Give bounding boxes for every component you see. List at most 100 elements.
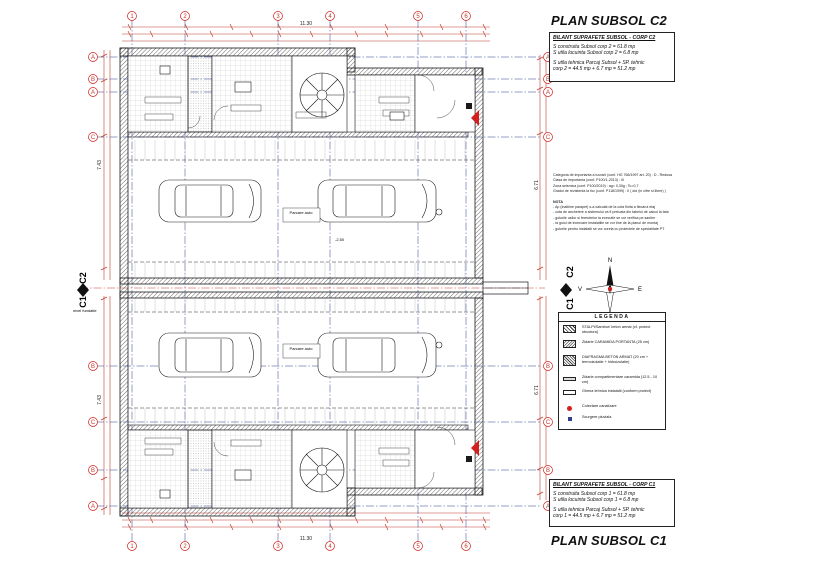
legend-item-text: DIAFRAGMA BETON ARMAT (20 cm + termoizol… [582, 355, 649, 364]
bilant-c2-line: S utila tehnica Parcaj Subsol + SP. tehn… [553, 59, 645, 66]
svg-text:2: 2 [183, 14, 187, 20]
bilant-c1-line: S utila locuinta Subsol corp 1 = 6.8 mp [553, 497, 639, 503]
svg-text:A: A [91, 55, 95, 61]
legend-item: Zidarie CARAMIDA PORTANTA (25 cm) [563, 340, 662, 348]
axis-bubbles: 1 2 3 4 5 6 1 2 3 4 5 6 A B A C B C B A … [88, 11, 553, 551]
drain-marker-icon [471, 440, 479, 456]
svg-text:N: N [608, 258, 612, 264]
elevation-label: -2.50 [335, 237, 345, 242]
garage-bottom [128, 298, 475, 425]
note-line: - golurile pentru instalatii se vor core… [553, 226, 665, 231]
column-marker [466, 103, 472, 109]
svg-text:6.71: 6.71 [534, 385, 540, 395]
column-marker [466, 456, 472, 462]
legend-item-text: Colectare canalizare [582, 404, 617, 408]
dimension-text: 11.30 11.30 7.43 7.43 6.71 6.71 [97, 21, 540, 542]
garage-labels: Parcare auto Parcare auto -2.50 nivel fu… [73, 207, 345, 359]
svg-text:B: B [546, 468, 550, 474]
bilant-c1-line: S utila tehnica Parcaj Subsol + SP. tehn… [553, 506, 645, 513]
svg-text:3: 3 [276, 14, 280, 20]
bilant-c2-line: S construita Subsol corp 2 = 61.8 mp [553, 43, 636, 50]
bilant-c1-box: BILANT SUPRAFETE SUBSOL - CORP C1 S cons… [549, 479, 675, 527]
parking-label-top: Parcare auto [290, 210, 314, 215]
brick-wall-swatch-icon [563, 340, 576, 348]
svg-text:E: E [638, 287, 642, 293]
legend-item-text: Ghena tehnica instalatii (conform proiec… [582, 389, 652, 393]
bilant-c1-header: BILANT SUPRAFETE SUBSOL - CORP C1 [553, 482, 656, 488]
svg-text:B: B [546, 364, 550, 370]
note-line: Zona seismica (conf. P100/2019) : ag= 0,… [553, 183, 639, 188]
note-line: - Ap (inaltime parapet) s-a calculat de … [553, 205, 656, 210]
parking-label-bottom: Parcare auto [290, 346, 314, 351]
legend-item-text: Zidarie compartimentare caramida (12.5 -… [582, 375, 658, 384]
section-marker-right: C2 C1 [560, 266, 575, 310]
svg-text:4: 4 [328, 544, 332, 550]
partition-wall-swatch-icon [563, 377, 576, 381]
drain-marker-icon [471, 110, 479, 126]
svg-text:11.30: 11.30 [300, 21, 312, 27]
svg-text:B: B [91, 468, 95, 474]
svg-text:6: 6 [464, 544, 468, 550]
car-top-right [317, 179, 443, 223]
svg-text:A: A [546, 504, 550, 510]
service-rooms-top [127, 55, 476, 133]
legend-item: DIAFRAGMA BETON ARMAT (20 cm + termoizol… [563, 355, 662, 366]
car-bottom-left [158, 332, 262, 378]
svg-text:7.43: 7.43 [97, 395, 103, 405]
legend-panel: LEGENDA STALPI/Sambur/ beton armat (cf. … [558, 312, 666, 430]
diaphragm-swatch-icon [563, 355, 576, 366]
svg-text:A: A [546, 55, 550, 61]
note-line: - golurile usilor si ferestrelor la exec… [553, 215, 656, 220]
svg-text:B: B [91, 364, 95, 370]
car-bottom-right [317, 332, 443, 378]
bilant-c2-line: corp 2 = 44.5 mp + 6.7 mp = 51.2 mp [553, 66, 636, 72]
svg-text:C: C [91, 420, 96, 426]
note-line: - la golul de incercare instalatiile se … [553, 221, 658, 226]
bilant-c2-box: BILANT SUPRAFETE SUBSOL - CORP C2 S cons… [549, 32, 675, 82]
service-rooms-bottom [127, 426, 476, 509]
bilant-c2-header: BILANT SUPRAFETE SUBSOL - CORP C2 [553, 35, 656, 41]
svg-text:3: 3 [276, 544, 280, 550]
svg-text:1: 1 [130, 14, 134, 20]
svg-text:C: C [546, 135, 551, 141]
legend-item: STALPI/Sambur/ beton armat (cf. proiect … [563, 325, 662, 334]
walls [119, 47, 529, 517]
svg-text:V: V [578, 287, 582, 293]
technical-notes: Categoria de importanta a lucrarii (conf… [553, 173, 683, 232]
title-subsol-c2: PLAN SUBSOL C2 [551, 13, 667, 28]
legend-item-text: Scurgere pluviala [582, 415, 612, 419]
title-subsol-c1: PLAN SUBSOL C1 [551, 533, 667, 548]
svg-text:5: 5 [416, 14, 420, 20]
drain-collector-icon [563, 404, 576, 412]
legend-item: Scurgere pluviala [563, 415, 662, 423]
svg-text:6: 6 [464, 14, 468, 20]
legend-item-text: STALPI/Sambur/ beton armat (cf. proiect … [582, 325, 651, 334]
legend-item: Ghena tehnica instalatii (conform proiec… [563, 389, 662, 395]
svg-text:A: A [91, 90, 95, 96]
svg-text:2: 2 [183, 544, 187, 550]
legend-item-text: Zidarie CARAMIDA PORTANTA (25 cm) [582, 340, 650, 344]
note-heading: NOTA [553, 199, 563, 204]
level-label: nivel fundatie [73, 308, 97, 313]
concrete-column-swatch-icon [563, 325, 576, 333]
note-line: Clasa de importanta (conf. P100/1-2013) … [553, 178, 624, 183]
section-marker-left: C2 C1 [77, 272, 89, 308]
svg-text:C2: C2 [78, 272, 88, 284]
svg-text:C1: C1 [565, 298, 575, 310]
garage-top [128, 140, 475, 278]
svg-text:C2: C2 [565, 266, 575, 278]
car-top-left [158, 179, 262, 223]
note-line: Gradul de rezistenta la foc (conf. P118/… [553, 189, 666, 194]
svg-text:A: A [546, 90, 550, 96]
legend-header: LEGENDA [559, 313, 665, 322]
bilant-c2-line: S utila locuinta Subsol corp 2 = 6.8 mp [553, 50, 639, 56]
svg-text:4: 4 [328, 14, 332, 20]
legend-item: Colectare canalizare [563, 404, 662, 412]
bilant-c1-line: corp 1 = 44.5 mp + 6.7 mp = 51.2 mp [553, 513, 636, 519]
svg-text:B: B [91, 77, 95, 83]
bilant-c1-line: S construita Subsol corp 1 = 61.8 mp [553, 490, 636, 497]
svg-text:C: C [91, 135, 96, 141]
legend-item: Zidarie compartimentare caramida (12.5 -… [563, 375, 662, 384]
svg-text:B: B [546, 77, 550, 83]
